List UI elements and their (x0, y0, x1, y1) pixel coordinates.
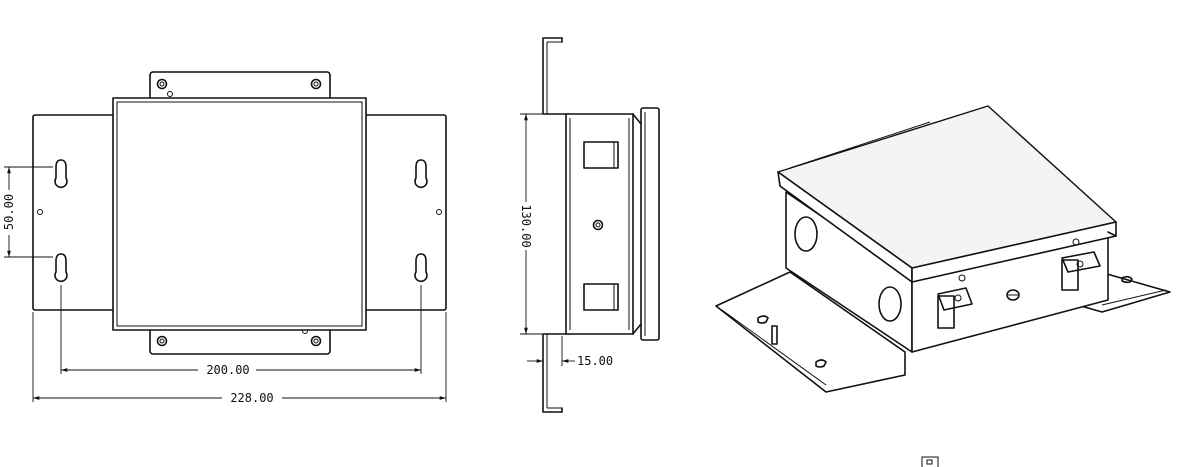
dim-hole-spacing-vertical: 50.00 (2, 194, 16, 230)
dim-depth: 130.00 (519, 204, 533, 247)
lid-side (640, 107, 660, 341)
front-view: 50.00 200.00 228.00 (2, 71, 447, 405)
keyhole-slot-top-right (414, 159, 428, 189)
dim-flange: 15.00 (577, 354, 613, 368)
side-view: 130.00 15.00 (519, 37, 660, 413)
keyhole-slot-bottom-right (414, 253, 428, 283)
keyhole-slot-top-left (54, 159, 68, 189)
dim-hole-spacing-horizontal: 200.00 (206, 363, 249, 377)
left-flange (715, 271, 906, 393)
dim-overall-width: 228.00 (230, 391, 273, 405)
keyhole-slot-bottom-left (54, 253, 68, 283)
small-box-icon (921, 456, 939, 467)
isometric-view (715, 105, 1171, 393)
enclosure-front (112, 97, 367, 331)
